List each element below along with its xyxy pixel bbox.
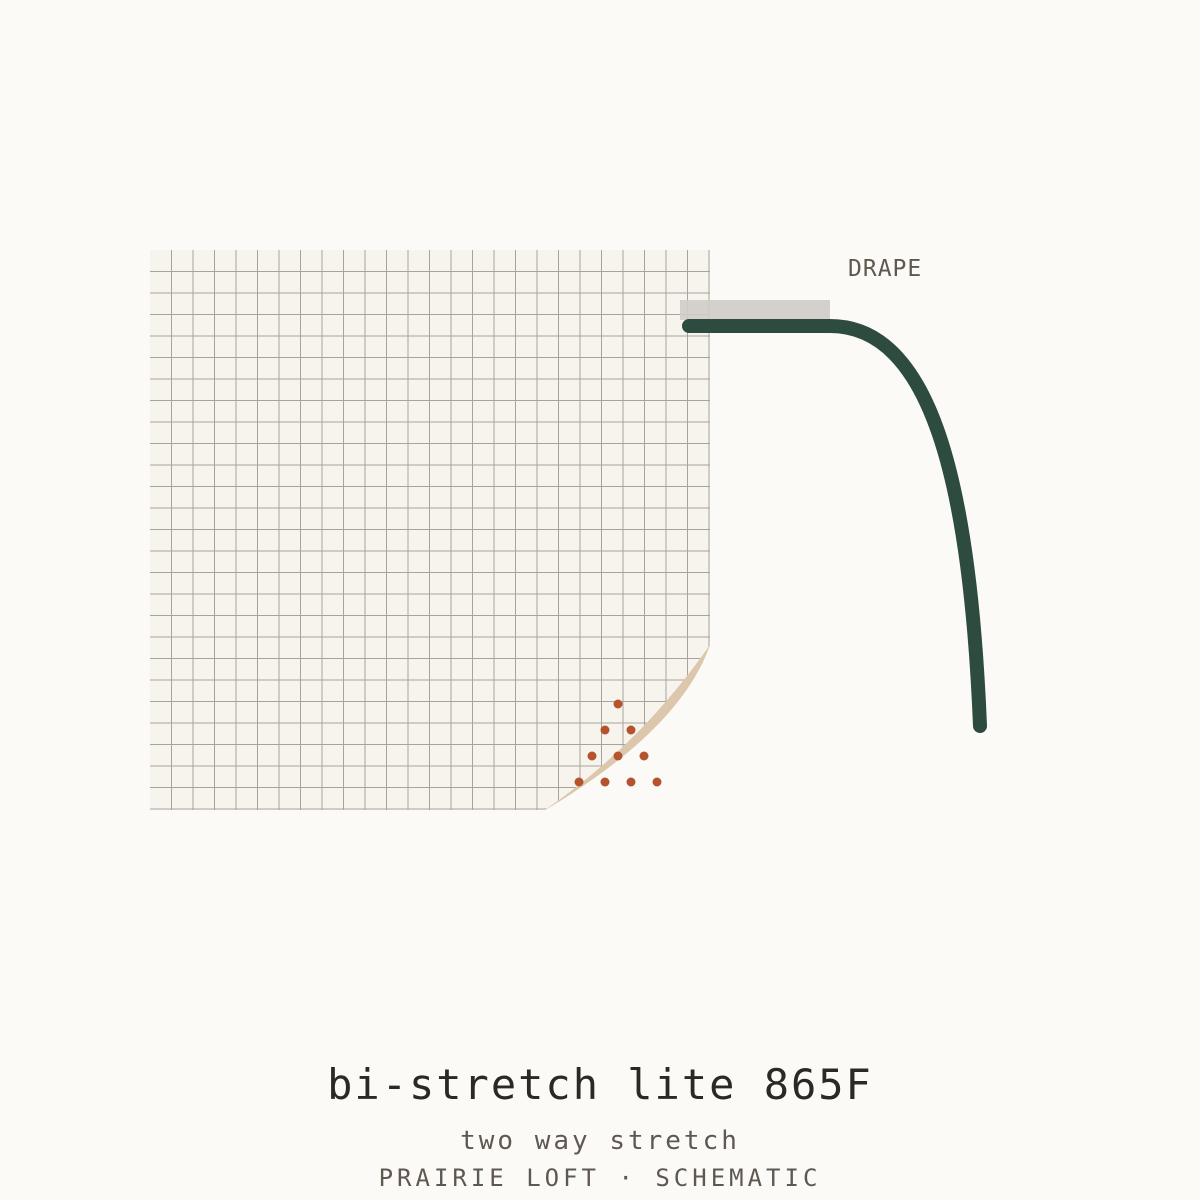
product-title: bi-stretch lite 865F bbox=[327, 1060, 873, 1109]
product-subtitle: two way stretch bbox=[460, 1126, 740, 1156]
drape-curve bbox=[682, 319, 987, 733]
drape-clip bbox=[680, 300, 830, 320]
fabric-grid bbox=[150, 250, 710, 810]
drape-label: DRAPE bbox=[848, 256, 923, 282]
brand-line: PRAIRIE LOFT · SCHEMATIC bbox=[378, 1164, 822, 1192]
stretch-dots bbox=[574, 699, 662, 787]
